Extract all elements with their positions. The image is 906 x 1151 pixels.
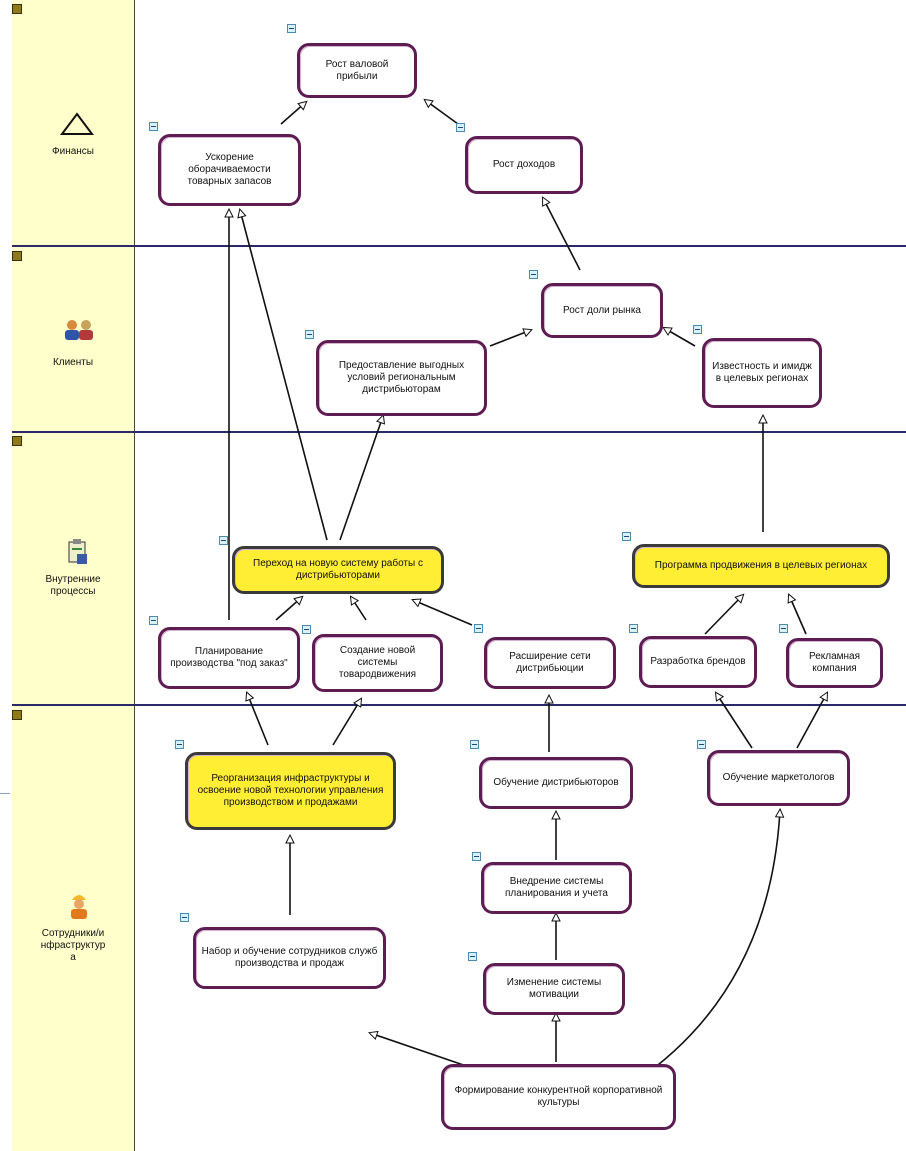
- lane-collapse-button[interactable]: [12, 4, 22, 14]
- arrow: [716, 693, 753, 749]
- node-collapse-toggle[interactable]: [302, 625, 311, 634]
- node-collapse-toggle[interactable]: [629, 624, 638, 633]
- node-brand-development[interactable]: Разработка брендов: [639, 636, 757, 688]
- node-planning-accounting-system[interactable]: Внедрение системы планирования и учета: [481, 862, 632, 914]
- arrow: [351, 597, 367, 621]
- node-promotion-program[interactable]: Программа продвижения в целевых регионах: [632, 544, 890, 588]
- node-corporate-culture[interactable]: Формирование конкурентной корпоративной …: [441, 1064, 676, 1130]
- node-distributor-training[interactable]: Обучение дистрибьюторов: [479, 757, 633, 809]
- node-distribution-expansion[interactable]: Расширение сети дистрибьюции: [484, 637, 616, 689]
- node-collapse-toggle[interactable]: [472, 852, 481, 861]
- node-collapse-toggle[interactable]: [697, 740, 706, 749]
- arrow: [339, 416, 383, 541]
- node-collapse-toggle[interactable]: [149, 616, 158, 625]
- people-icon: [65, 320, 93, 340]
- node-revenue-growth[interactable]: Рост доходов: [465, 136, 583, 194]
- arrow: [543, 198, 581, 271]
- node-marketer-training[interactable]: Обучение маркетологов: [707, 750, 850, 806]
- arrow: [275, 597, 302, 621]
- node-make-to-order-planning[interactable]: Планирование производства "под заказ": [158, 627, 300, 689]
- arrow: [247, 693, 269, 746]
- lane-collapse-button[interactable]: [12, 251, 22, 261]
- node-collapse-toggle[interactable]: [622, 532, 631, 541]
- lane-header-column: [12, 0, 135, 1151]
- node-favorable-distributor-terms[interactable]: Предоставление выгодных условий регионал…: [316, 340, 487, 416]
- arrow: [796, 693, 827, 749]
- node-collapse-toggle[interactable]: [474, 624, 483, 633]
- lane-collapse-button[interactable]: [12, 436, 22, 446]
- arrow: [489, 330, 531, 347]
- node-brand-awareness[interactable]: Известность и имидж в целевых регионах: [702, 338, 822, 408]
- node-collapse-toggle[interactable]: [779, 624, 788, 633]
- arrow: [704, 595, 743, 635]
- arrow: [332, 699, 361, 746]
- node-motivation-system-change[interactable]: Изменение системы мотивации: [483, 963, 625, 1015]
- lane-collapse-button[interactable]: [12, 710, 22, 720]
- node-collapse-toggle[interactable]: [529, 270, 538, 279]
- node-collapse-toggle[interactable]: [175, 740, 184, 749]
- arrow: [664, 328, 696, 347]
- node-gross-profit-growth[interactable]: Рост валовой прибыли: [297, 43, 417, 98]
- node-collapse-toggle[interactable]: [149, 122, 158, 131]
- clipboard-icon: [68, 539, 87, 564]
- lane-label-finance: Финансы: [52, 146, 94, 157]
- node-infrastructure-reorganization[interactable]: Реорганизация инфраструктуры и освоение …: [185, 752, 396, 830]
- lane-divider: [12, 431, 906, 433]
- triangle-icon: [60, 112, 94, 135]
- node-staff-recruitment-training[interactable]: Набор и обучение сотрудников служб произ…: [193, 927, 386, 989]
- worker-icon: [71, 895, 87, 919]
- node-collapse-toggle[interactable]: [470, 740, 479, 749]
- arrow: [425, 100, 459, 125]
- node-ad-campaign[interactable]: Рекламная компания: [786, 638, 883, 688]
- arrow: [370, 1033, 479, 1071]
- node-collapse-toggle[interactable]: [468, 952, 477, 961]
- node-collapse-toggle[interactable]: [693, 325, 702, 334]
- node-collapse-toggle[interactable]: [456, 123, 465, 132]
- lane-divider: [12, 245, 906, 247]
- node-new-distributor-system[interactable]: Переход на новую систему работы с дистри…: [232, 546, 444, 594]
- arrow: [413, 600, 473, 626]
- arrow: [789, 595, 807, 635]
- arrow: [240, 210, 328, 541]
- lane-label-clients: Клиенты: [52, 357, 94, 368]
- node-collapse-toggle[interactable]: [180, 913, 189, 922]
- node-collapse-toggle[interactable]: [305, 330, 314, 339]
- arrow: [280, 102, 306, 125]
- node-market-share-growth[interactable]: Рост доли рынка: [541, 283, 663, 338]
- arrow: [634, 810, 780, 1083]
- lane-divider: [12, 704, 906, 706]
- side-tick: [0, 793, 10, 794]
- node-inventory-turnover[interactable]: Ускорение оборачиваемости товарных запас…: [158, 134, 301, 206]
- node-collapse-toggle[interactable]: [287, 24, 296, 33]
- node-collapse-toggle[interactable]: [219, 536, 228, 545]
- node-new-distribution-system[interactable]: Создание новой системы товародвижения: [312, 634, 443, 692]
